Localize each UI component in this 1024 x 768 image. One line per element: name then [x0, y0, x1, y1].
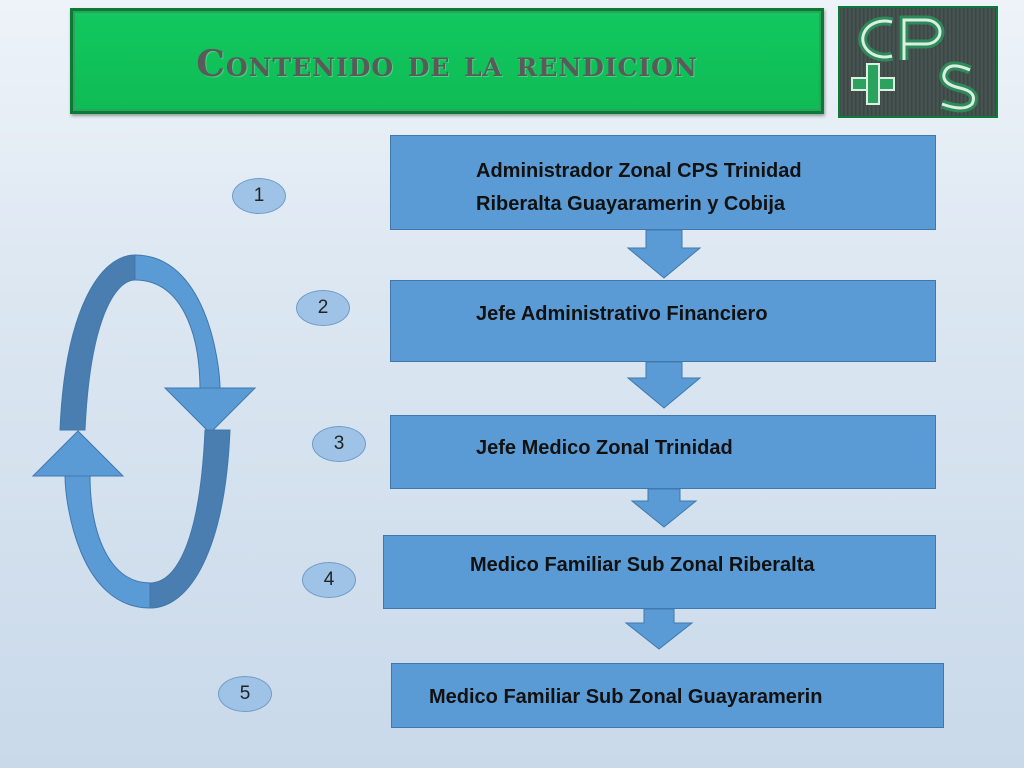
step-box-4: Medico Familiar Sub Zonal Riberalta — [383, 535, 936, 609]
page-title: Contenido de la rendicion — [196, 43, 698, 85]
cps-logo-mark — [851, 15, 978, 113]
step-box-1: Administrador Zonal CPS Trinidad Riberal… — [390, 135, 936, 230]
step-1-line-2: Riberalta Guayaramerin y Cobija — [476, 193, 786, 215]
down-arrow-2 — [626, 362, 702, 409]
step-number-2: 2 — [296, 290, 350, 326]
cycle-down-arrowhead — [163, 387, 257, 434]
down-arrow-4 — [624, 609, 694, 650]
step-3-label: Jefe Medico Zonal Trinidad — [476, 437, 733, 459]
step-4-label: Medico Familiar Sub Zonal Riberalta — [470, 554, 815, 576]
step-box-5: Medico Familiar Sub Zonal Guayaramerin — [391, 663, 944, 728]
step-1-line-1: Administrador Zonal CPS Trinidad — [476, 160, 802, 182]
cycle-up-arrowhead — [31, 430, 125, 477]
cycle-arrows — [31, 254, 257, 609]
step-number-5: 5 — [218, 676, 272, 712]
title-banner: Contenido de la rendicion — [70, 8, 824, 114]
step-box-3: Jefe Medico Zonal Trinidad — [390, 415, 936, 489]
step-number-3: 3 — [312, 426, 366, 462]
cps-logo — [838, 6, 998, 118]
step-number-4: 4 — [302, 562, 356, 598]
step-5-label: Medico Familiar Sub Zonal Guayaramerin — [429, 686, 823, 708]
down-arrow-1 — [626, 230, 702, 279]
step-box-2: Jefe Administrativo Financiero — [390, 280, 936, 362]
down-arrow-3 — [630, 489, 698, 528]
step-number-1: 1 — [232, 178, 286, 214]
cycle-back-arc — [59, 254, 136, 431]
step-2-label: Jefe Administrativo Financiero — [476, 303, 768, 325]
